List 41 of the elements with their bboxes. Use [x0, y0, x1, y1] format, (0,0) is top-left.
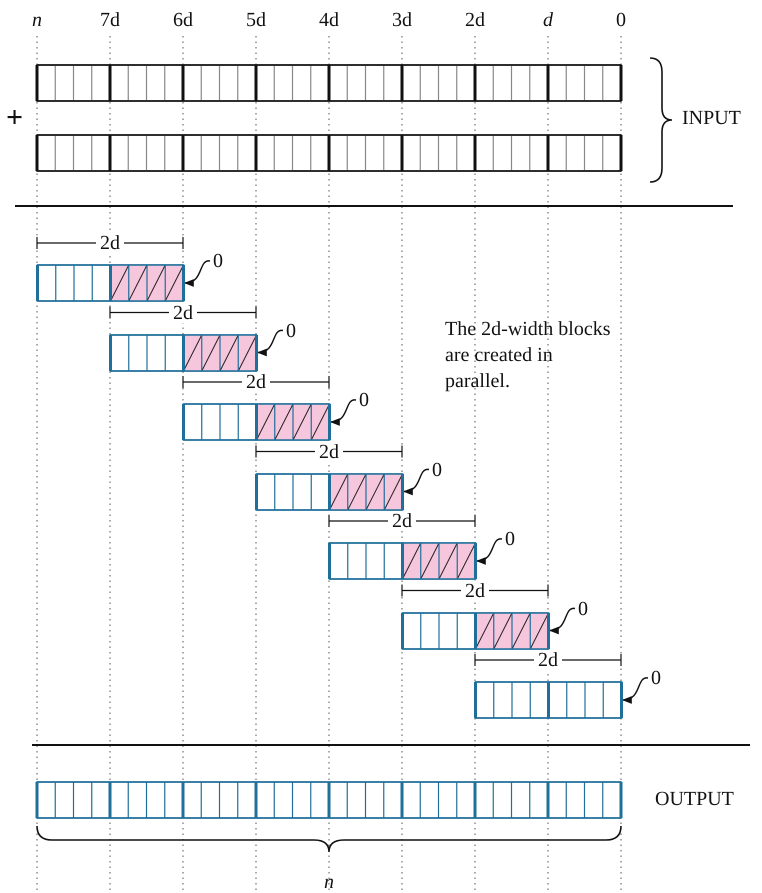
position-label: 5d	[246, 10, 266, 30]
zero-label: 0	[651, 668, 661, 688]
zero-label: 0	[286, 320, 296, 340]
zero-label: 0	[578, 598, 588, 618]
bit-block-drawing	[182, 403, 330, 441]
bit-block-drawing	[328, 542, 476, 580]
position-label: 2d	[465, 10, 485, 30]
bit-block-drawing	[108, 334, 258, 372]
leader-arrow	[330, 399, 356, 425]
zero-label: 0	[432, 460, 442, 480]
dimension-label: 2d	[534, 650, 562, 670]
zero-label: 0	[213, 251, 223, 271]
dimension-label: 2d	[461, 580, 489, 600]
dimension-label: 2d	[242, 372, 270, 392]
position-label: 3d	[392, 10, 412, 30]
position-label: 7d	[100, 10, 120, 30]
bit-block-drawing	[36, 264, 184, 302]
leader-arrow	[476, 538, 502, 564]
note-text: The 2d-width blocks are created in parallel.	[445, 317, 612, 394]
leader-arrow	[403, 468, 429, 494]
length-label: n	[324, 872, 334, 892]
bit-block-drawing	[400, 612, 550, 650]
position-label: 6d	[173, 10, 193, 30]
position-label: n	[32, 10, 42, 30]
position-label: 0	[616, 10, 626, 30]
leader-arrow	[184, 260, 210, 286]
input-label: INPUT	[682, 108, 741, 128]
output-label: OUTPUT	[655, 789, 734, 809]
bit-block-drawing	[474, 681, 622, 719]
position-label: 4d	[319, 10, 339, 30]
dimension-label: 2d	[169, 302, 197, 322]
position-label: d	[543, 10, 553, 30]
zero-label: 0	[359, 390, 369, 410]
leader-arrow	[622, 677, 648, 703]
dimension-label: 2d	[315, 442, 343, 462]
zero-label: 0	[505, 529, 515, 549]
leader-arrow	[257, 330, 283, 356]
dimension-label: 2d	[96, 233, 124, 253]
leader-arrow	[549, 608, 575, 634]
bit-block-drawing	[254, 472, 404, 510]
plus-sign: +	[6, 103, 24, 133]
